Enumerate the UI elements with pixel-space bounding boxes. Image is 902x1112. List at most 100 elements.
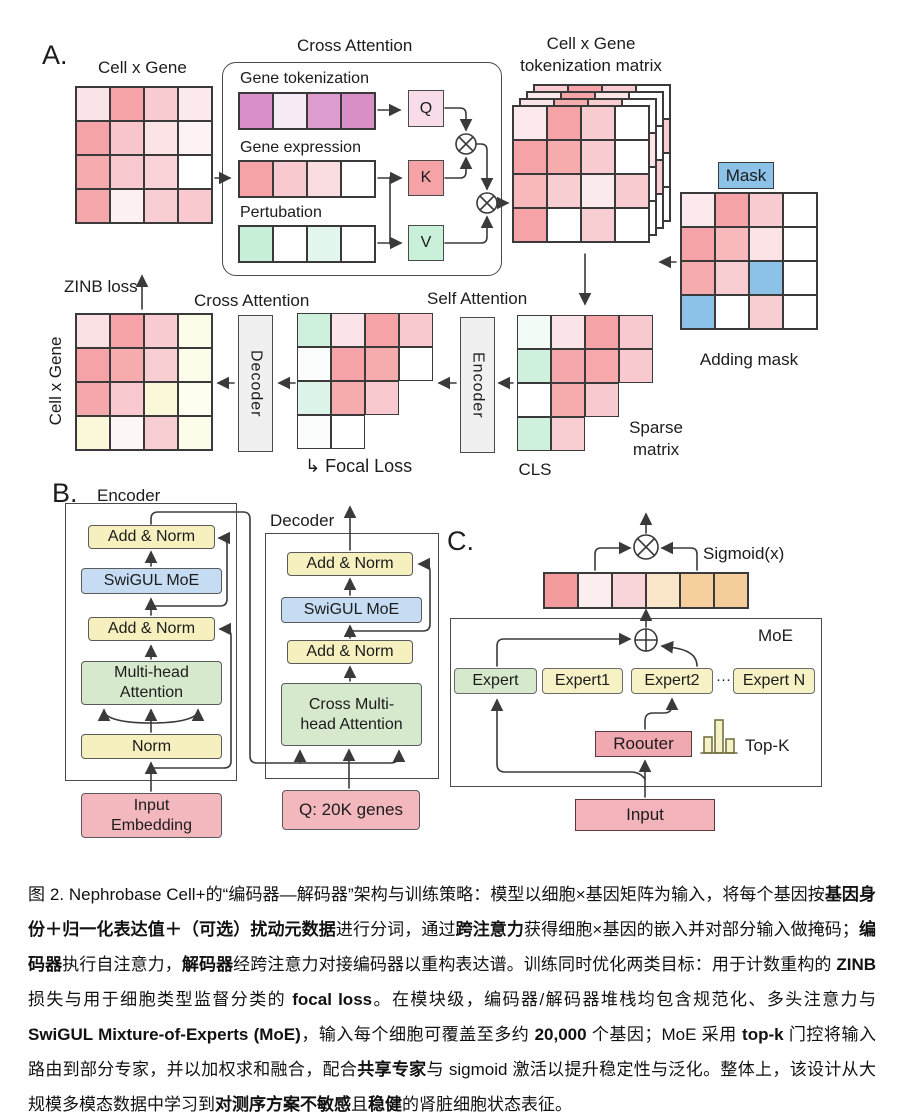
matrix-cell: [783, 227, 817, 261]
cross-attention-box: [222, 62, 502, 276]
matrix-cell: [513, 174, 547, 208]
matrix-cell: [547, 208, 581, 242]
matrix-cell: [615, 140, 649, 174]
matrix-cell: [178, 87, 212, 121]
enc-multi-head-attention: Multi-head Attention: [81, 661, 222, 705]
dec-add-norm-mid: Add & Norm: [287, 640, 413, 664]
sparse-cls-matrix: [517, 315, 653, 451]
matrix-cell: [178, 348, 212, 382]
self-attention-stage-title: Self Attention: [427, 289, 528, 308]
matrix-cell: [144, 155, 178, 189]
matrix-cell: [547, 140, 581, 174]
decoder-title: Decoder: [270, 511, 335, 530]
matrix-cell: [178, 189, 212, 223]
matrix-cell: [110, 382, 144, 416]
matrix-cell: [144, 87, 178, 121]
matrix-cell: [680, 573, 714, 608]
matrix-cell: [578, 573, 612, 608]
matrix-cell: [581, 174, 615, 208]
focal-loss-matrix: [297, 313, 433, 449]
matrix-cell: [178, 121, 212, 155]
expert1-box: Expert1: [542, 668, 623, 694]
dec-add-norm-top: Add & Norm: [287, 552, 413, 576]
zinb-loss-label: ZINB loss: [64, 277, 138, 296]
matrix-cell: [144, 189, 178, 223]
caption-segment: focal loss: [292, 990, 373, 1009]
k-box: K: [408, 160, 444, 196]
moe-box: [450, 618, 822, 787]
matrix-cell: [399, 313, 433, 347]
matrix-cell: [513, 208, 547, 242]
matrix-cell: [297, 381, 331, 415]
expert2-box: Expert2: [631, 668, 713, 694]
caption-segment: 执行自注意力，: [62, 955, 182, 974]
matrix-cell: [646, 573, 680, 608]
matrix-cell: [76, 314, 110, 348]
matrix-cell: [297, 313, 331, 347]
matrix-cell: [273, 161, 307, 197]
matrix-cell: [585, 315, 619, 349]
matrix-cell: [110, 87, 144, 121]
matrix-cell: [517, 383, 551, 417]
matrix-cell: [110, 189, 144, 223]
caption-segment: 图 2. Nephrobase Cell+的“编码器—解码器”架构与训练策略：模…: [28, 885, 825, 904]
matrix-cell: [581, 208, 615, 242]
caption-segment: 损失与用于细胞类型监督分类的: [28, 990, 293, 1009]
caption-segment: 基因身份＋归一化表达值＋（可选）扰动元数据: [28, 885, 877, 939]
matrix-cell: [76, 155, 110, 189]
caption-segment: 个基因；MoE 采用: [586, 1025, 743, 1044]
matrix-cell: [76, 416, 110, 450]
encoder-stage-box: Encoder: [460, 317, 495, 453]
dec-cross-multi-head-attention: Cross Multi-head Attention: [281, 683, 422, 746]
caption-segment: 对测序方案不敏感: [215, 1095, 351, 1112]
matrix-cell: [297, 415, 331, 449]
matrix-cell: [681, 193, 715, 227]
matrix-cell: [783, 193, 817, 227]
matrix-cell: [715, 227, 749, 261]
caption-segment: 进行分词，通过: [335, 920, 456, 939]
caption-segment: ，输入每个细胞可覆盖至多约: [300, 1025, 535, 1044]
matrix-cell: [341, 161, 375, 197]
matrix-cell: [178, 416, 212, 450]
matrix-cell: [76, 87, 110, 121]
matrix-cell: [749, 193, 783, 227]
mask-label: Mask: [718, 162, 774, 189]
tokenization-matrix-title-line2: tokenization matrix: [520, 56, 662, 75]
matrix-cell: [551, 383, 585, 417]
input-box: Input: [575, 799, 715, 831]
reconstructed-cell-gene-matrix: [75, 313, 213, 451]
caption-segment: ZINB: [836, 955, 877, 974]
matrix-cell: [110, 155, 144, 189]
matrix-cell: [144, 314, 178, 348]
perturbation-row: [238, 225, 376, 263]
moe-output-cells-row: [543, 572, 749, 609]
enc-swigul-moe: SwiGUL MoE: [81, 568, 222, 594]
caption-segment: top-k: [742, 1025, 784, 1044]
matrix-cell: [517, 417, 551, 451]
matrix-cell: [513, 106, 547, 140]
expert-n-box: Expert N: [733, 668, 815, 694]
output-matrix-side-title: Cell x Gene: [46, 336, 65, 426]
caption-segment: 共享专家: [357, 1060, 427, 1079]
cross-attention-stage-title: Cross Attention: [194, 291, 310, 310]
matrix-cell: [144, 416, 178, 450]
matrix-cell: [365, 313, 399, 347]
caption-segment: 跨注意力: [455, 920, 525, 939]
matrix-cell: [513, 140, 547, 174]
matrix-cell: [681, 227, 715, 261]
caption-segment: 且: [351, 1095, 368, 1112]
matrix-cell: [615, 174, 649, 208]
matrix-cell: [76, 348, 110, 382]
sparse-matrix-label-line1: Sparse: [629, 418, 683, 437]
caption-segment: SwiGUL Mixture-of-Experts (MoE): [28, 1025, 301, 1044]
matrix-cell: [581, 140, 615, 174]
matrix-cell: [551, 315, 585, 349]
matrix-cell: [681, 295, 715, 329]
matrix-cell: [783, 295, 817, 329]
router-box: Roouter: [595, 731, 692, 757]
matrix-cell: [619, 349, 653, 383]
matrix-cell: [581, 106, 615, 140]
v-box: V: [408, 225, 444, 261]
matrix-cell: [585, 383, 619, 417]
matrix-cell: [178, 314, 212, 348]
